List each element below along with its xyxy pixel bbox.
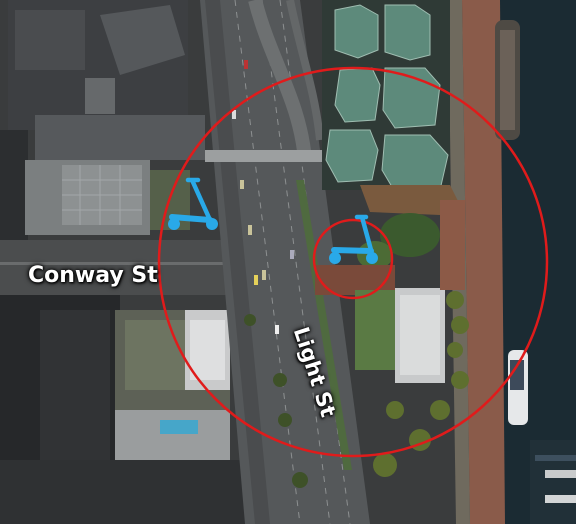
waterfront-promenade (462, 0, 505, 524)
rooftop-pool (160, 420, 198, 434)
scooter-icon (168, 177, 218, 230)
scooter-icon (329, 214, 378, 264)
building-roof (115, 410, 230, 460)
small-range-ring (312, 218, 394, 300)
skywalk (205, 150, 323, 162)
conway-st-label: Conway St (28, 263, 158, 288)
building-roof (35, 115, 205, 160)
large-range-ring (157, 66, 549, 458)
